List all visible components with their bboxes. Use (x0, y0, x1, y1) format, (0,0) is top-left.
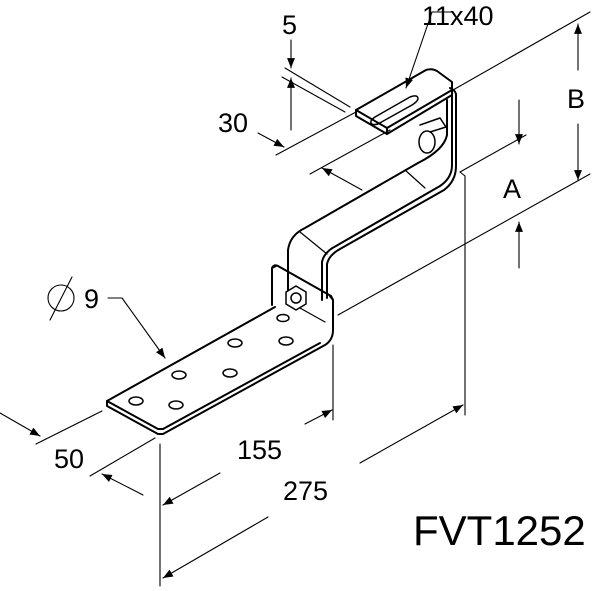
hex-nut (285, 285, 307, 311)
height-a-label: A (503, 174, 522, 204)
height-b-label: B (567, 84, 586, 114)
base-width-label: 50 (54, 444, 85, 474)
bolt-head (418, 117, 447, 154)
product-code: FVT1252 (413, 507, 586, 554)
hole-diameter-label: 9 (84, 284, 100, 314)
top-tab (355, 68, 453, 135)
thickness-label: 5 (282, 10, 298, 40)
base-plate (106, 264, 334, 435)
slot (370, 95, 419, 126)
base-length-label: 155 (237, 435, 283, 465)
tab-width-label: 30 (218, 108, 249, 138)
slot-size-label: 11x40 (422, 1, 494, 31)
dimension-lines (0, 11, 591, 587)
hook-arm (287, 87, 457, 301)
total-length-label: 275 (283, 476, 329, 506)
mounting-holes (128, 313, 294, 410)
diameter-symbol-icon (47, 284, 75, 312)
